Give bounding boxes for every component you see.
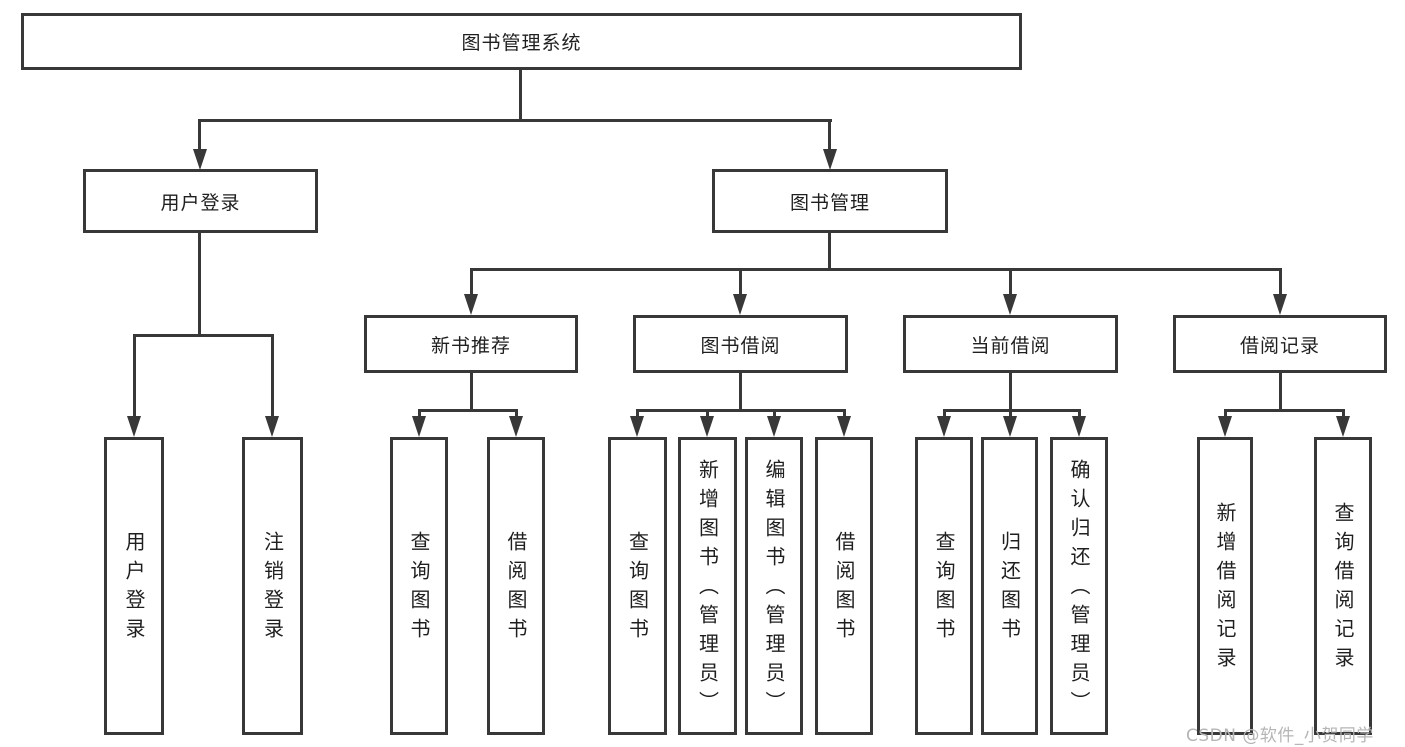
edge-to-login (198, 119, 201, 152)
edge-stub (1342, 409, 1345, 419)
leaf-logout: 注销登录 (242, 437, 303, 735)
leaf-borrow-borrow-book: 借阅图书 (815, 437, 873, 735)
node-current-borrow: 当前借阅 (903, 315, 1118, 373)
leaf-borrow-edit-book-admin: 编辑图书（管理员） (745, 437, 803, 735)
leaf-record-add-record-label: 新增借阅记录 (1213, 502, 1237, 676)
leaf-current-return-book-label: 归还图书 (997, 531, 1022, 647)
edge-stub (706, 409, 709, 419)
arrow-down-icon (1218, 416, 1232, 437)
node-book-borrow: 图书借阅 (633, 315, 848, 373)
edge-to-borrow (739, 268, 742, 298)
arrow-down-icon (733, 294, 747, 315)
arrow-down-icon (823, 149, 837, 170)
arrow-down-icon (1273, 294, 1287, 315)
edge-borrow-down (739, 371, 742, 411)
node-borrow-record: 借阅记录 (1173, 315, 1387, 373)
leaf-current-query-book: 查询图书 (915, 437, 973, 735)
edge-to-record (1279, 268, 1282, 298)
leaf-current-confirm-return-admin-label: 确认归还（管理员） (1067, 458, 1091, 720)
edge-stub (515, 409, 518, 419)
leaf-recommend-borrow-book-label: 借阅图书 (504, 531, 528, 647)
edge-stub (773, 409, 776, 419)
arrow-down-icon (700, 416, 714, 437)
edge-record-down (1279, 371, 1282, 411)
edge-record-split (1224, 409, 1344, 412)
arrow-down-icon (1003, 416, 1017, 437)
arrow-down-icon (193, 149, 207, 170)
leaf-recommend-borrow-book: 借阅图书 (487, 437, 545, 735)
node-borrow-record-label: 借阅记录 (1239, 334, 1320, 357)
leaf-recommend-query-book-label: 查询图书 (407, 531, 431, 647)
edge-login-down (198, 231, 201, 336)
arrow-down-icon (265, 416, 279, 437)
csdn-watermark: CSDN @软件_小贺同学 (1186, 726, 1374, 746)
edge-stub (1078, 409, 1081, 419)
leaf-record-query-record: 查询借阅记录 (1314, 437, 1372, 735)
leaf-borrow-add-book-admin: 新增图书（管理员） (678, 437, 737, 735)
leaf-user-login: 用户登录 (104, 437, 164, 735)
arrow-down-icon (937, 416, 951, 437)
arrow-down-icon (837, 416, 851, 437)
leaf-record-query-record-label: 查询借阅记录 (1331, 502, 1355, 676)
node-new-book-recommend: 新书推荐 (364, 315, 578, 373)
leaf-recommend-query-book: 查询图书 (390, 437, 448, 735)
edge-manage-down (828, 231, 831, 271)
leaf-current-confirm-return-admin: 确认归还（管理员） (1050, 437, 1108, 735)
edge-stub (1224, 409, 1227, 419)
leaf-record-add-record: 新增借阅记录 (1197, 437, 1253, 735)
arrow-down-icon (464, 294, 478, 315)
edge-to-recommend (470, 268, 473, 298)
node-root-label: 图书管理系统 (461, 32, 582, 54)
edge-recommend-split (418, 409, 518, 412)
leaf-borrow-borrow-book-label: 借阅图书 (832, 531, 856, 647)
edge-recommend-down (470, 371, 473, 411)
node-book-manage: 图书管理 (712, 169, 948, 233)
leaf-borrow-add-book-admin-label: 新增图书（管理员） (695, 458, 720, 720)
node-root: 图书管理系统 (21, 13, 1022, 70)
edge-to-logout-child (271, 334, 274, 418)
arrow-down-icon (1072, 416, 1086, 437)
edge-to-login-child (133, 334, 136, 418)
leaf-current-query-book-label: 查询图书 (932, 531, 956, 647)
edge-level3-split (470, 268, 1282, 271)
leaf-borrow-query-book: 查询图书 (608, 437, 667, 735)
edge-login-split (133, 334, 274, 337)
node-current-borrow-label: 当前借阅 (970, 334, 1051, 357)
edge-level1-split (198, 119, 832, 122)
node-user-login-label: 用户登录 (160, 191, 241, 214)
leaf-current-return-book: 归还图书 (981, 437, 1038, 735)
leaf-borrow-query-book-label: 查询图书 (625, 531, 650, 647)
leaf-borrow-edit-book-admin-label: 编辑图书（管理员） (762, 458, 786, 720)
node-book-manage-label: 图书管理 (789, 191, 870, 214)
edge-stub (636, 409, 639, 419)
node-book-borrow-label: 图书借阅 (700, 334, 781, 357)
edge-stub (418, 409, 421, 419)
edge-current-down (1009, 371, 1012, 411)
arrow-down-icon (1003, 294, 1017, 315)
edge-stub (1009, 409, 1012, 419)
edge-stub (843, 409, 846, 419)
edge-to-manage (828, 119, 831, 152)
arrow-down-icon (127, 416, 141, 437)
leaf-logout-label: 注销登录 (260, 531, 285, 647)
arrow-down-icon (1336, 416, 1350, 437)
arrow-down-icon (767, 416, 781, 437)
arrow-down-icon (412, 416, 426, 437)
arrow-down-icon (630, 416, 644, 437)
edge-stub (943, 409, 946, 419)
leaf-user-login-label: 用户登录 (122, 531, 146, 647)
edge-root-down (519, 68, 522, 121)
node-user-login: 用户登录 (83, 169, 318, 233)
edge-to-current (1009, 268, 1012, 298)
node-new-book-recommend-label: 新书推荐 (430, 334, 511, 357)
arrow-down-icon (509, 416, 523, 437)
edge-borrow-split (636, 409, 845, 412)
